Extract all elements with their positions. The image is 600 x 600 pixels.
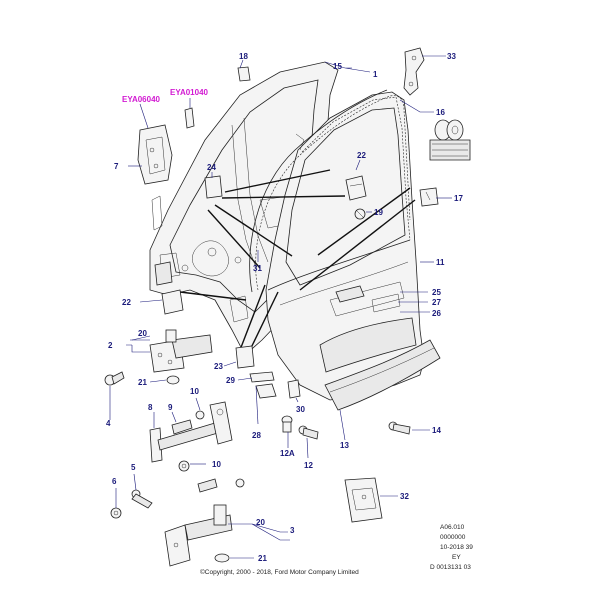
part-22-check-lower — [161, 289, 184, 315]
copyright-notice: ©Copyright, 2000 - 2018, Ford Motor Comp… — [200, 568, 359, 576]
callout-27: 27 — [432, 298, 441, 307]
callout-19: 19 — [374, 208, 383, 217]
callout-9: 9 — [168, 403, 173, 412]
callout-13: 13 — [340, 441, 349, 450]
callout-31: 31 — [253, 264, 262, 273]
part-29-pad — [249, 371, 275, 383]
callout-22-upper: 22 — [357, 151, 366, 160]
callout-5: 5 — [131, 463, 136, 472]
reference-eya06040: EYA06040 — [122, 95, 161, 104]
callout-29: 29 — [226, 376, 235, 385]
door-shell — [265, 91, 425, 401]
part-21-washer-upper — [166, 375, 180, 385]
meta-line-4: EY — [452, 554, 461, 561]
part-21-washer-lower — [214, 553, 230, 563]
part-12-bolt — [298, 425, 319, 440]
callout-12: 12 — [304, 461, 313, 470]
callout-24: 24 — [207, 163, 216, 172]
callout-20-upper: 20 — [138, 329, 147, 338]
part-22-check-upper — [345, 175, 367, 201]
part-9-screw — [197, 478, 245, 493]
part-33-bracket — [403, 47, 425, 96]
callout-6: 6 — [112, 477, 117, 486]
callout-15: 15 — [333, 62, 342, 71]
callout-7: 7 — [114, 162, 119, 171]
part-14-bolt — [388, 421, 411, 435]
part-5-bolt — [131, 489, 153, 509]
part-19-clip — [354, 208, 366, 220]
callout-1: 1 — [373, 70, 378, 79]
callout-30: 30 — [296, 405, 305, 414]
leader-lines — [109, 55, 452, 559]
part-12a-clip — [281, 415, 293, 433]
part-18-clip — [237, 66, 251, 82]
part-10-nut — [178, 460, 190, 472]
callout-26: 26 — [432, 309, 441, 318]
fitting-arrows — [179, 169, 416, 351]
part-eya01040 — [184, 107, 195, 129]
callout-22-lower: 22 — [122, 298, 131, 307]
callout-28: 28 — [252, 431, 261, 440]
callout-12a: 12A — [280, 449, 295, 458]
callout-3: 3 — [290, 526, 295, 535]
callout-2: 2 — [108, 341, 113, 350]
part-16-tape-roll — [429, 119, 471, 161]
callout-14: 14 — [432, 426, 441, 435]
callout-21-upper: 21 — [138, 378, 147, 387]
part-6-nut — [110, 507, 122, 519]
callout-23: 23 — [214, 362, 223, 371]
reference-codes: EYA06040 EYA01040 — [122, 88, 209, 104]
part-2-hinge-upper — [149, 329, 213, 373]
meta-line-3: 10-2018 39 — [440, 544, 473, 551]
callout-10-lower: 10 — [212, 460, 221, 469]
door-seal — [249, 89, 411, 293]
callout-21-lower: 21 — [258, 554, 267, 563]
callout-8: 8 — [148, 403, 153, 412]
part-24-block — [204, 175, 223, 199]
callout-16: 16 — [436, 108, 445, 117]
lower-trim — [324, 339, 441, 411]
callout-17: 17 — [454, 194, 463, 203]
callout-33: 33 — [447, 52, 456, 61]
part-28-block — [255, 383, 277, 399]
part-8-check-arm — [149, 401, 233, 463]
callout-10-upper: 10 — [190, 387, 199, 396]
drawing-meta: A06.010 0000000 10-2018 39 EY D 0013131 … — [430, 524, 473, 571]
meta-line-1: A06.010 — [440, 524, 465, 531]
callout-20-lower: 20 — [256, 518, 265, 527]
part-4-bolt — [104, 371, 125, 386]
part-23-block — [235, 345, 255, 369]
callout-4: 4 — [106, 419, 111, 428]
reference-eya01040: EYA01040 — [170, 88, 209, 97]
callout-18: 18 — [239, 52, 248, 61]
part-32-plate — [344, 477, 383, 523]
callout-25: 25 — [432, 288, 441, 297]
callout-labels: 18 15 1 33 16 22 17 19 24 31 11 25 27 26… — [106, 52, 463, 563]
part-30-clip — [287, 379, 301, 399]
meta-line-5: D 0013131 03 — [430, 564, 471, 571]
callout-32: 32 — [400, 492, 409, 501]
callout-11: 11 — [436, 258, 445, 267]
part-7-hinge — [137, 124, 173, 185]
part-17-clip — [419, 187, 439, 207]
meta-line-2: 0000000 — [440, 534, 466, 541]
part-3-hinge-lower — [164, 504, 233, 567]
